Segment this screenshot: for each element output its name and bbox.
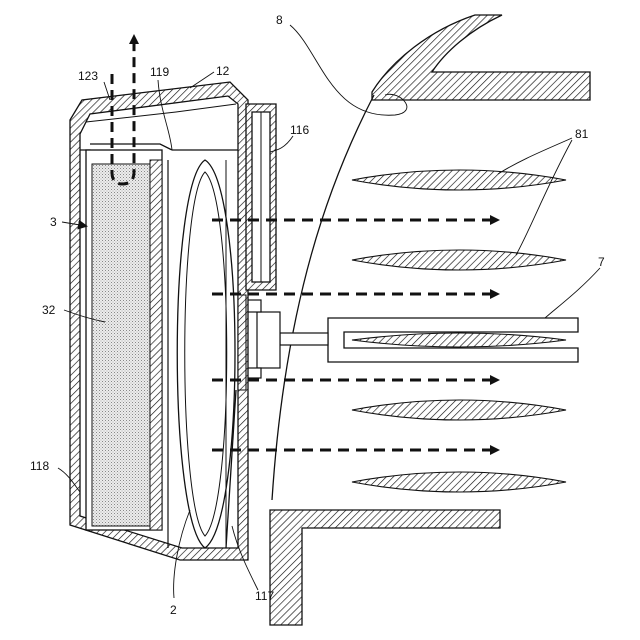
member-8-top-bracket: [372, 15, 590, 100]
connector-rod: [280, 333, 328, 345]
fin-81: [352, 250, 566, 270]
label-81: 81: [575, 127, 589, 141]
leader-81-b: [516, 140, 572, 255]
leader-81-a: [498, 138, 572, 174]
member-8-bottom-bracket: [270, 510, 500, 625]
label-117: 117: [255, 589, 274, 603]
label-8: 8: [276, 13, 283, 27]
label-123: 123: [78, 69, 98, 83]
member-8-curved-wall: [272, 95, 374, 500]
label-3: 3: [50, 215, 57, 229]
filter-32-side-bar: [150, 160, 162, 530]
connector-tab-bottom: [247, 368, 261, 378]
connector-block: [257, 312, 280, 368]
fin-81: [352, 472, 566, 492]
connector-tab-top: [247, 300, 261, 312]
label-7: 7: [598, 255, 605, 269]
label-32: 32: [42, 303, 56, 317]
fin-81: [352, 170, 566, 190]
wall-117: [238, 295, 246, 390]
label-2: 2: [170, 603, 177, 617]
duct-123: [90, 144, 172, 150]
label-12: 12: [216, 64, 230, 78]
leader-7: [545, 268, 600, 318]
holder-7-fin: [352, 333, 566, 347]
label-119: 119: [150, 65, 169, 79]
label-118: 118: [30, 459, 49, 473]
fin-81: [352, 400, 566, 420]
label-116: 116: [290, 123, 309, 137]
filter-32: [92, 164, 150, 526]
